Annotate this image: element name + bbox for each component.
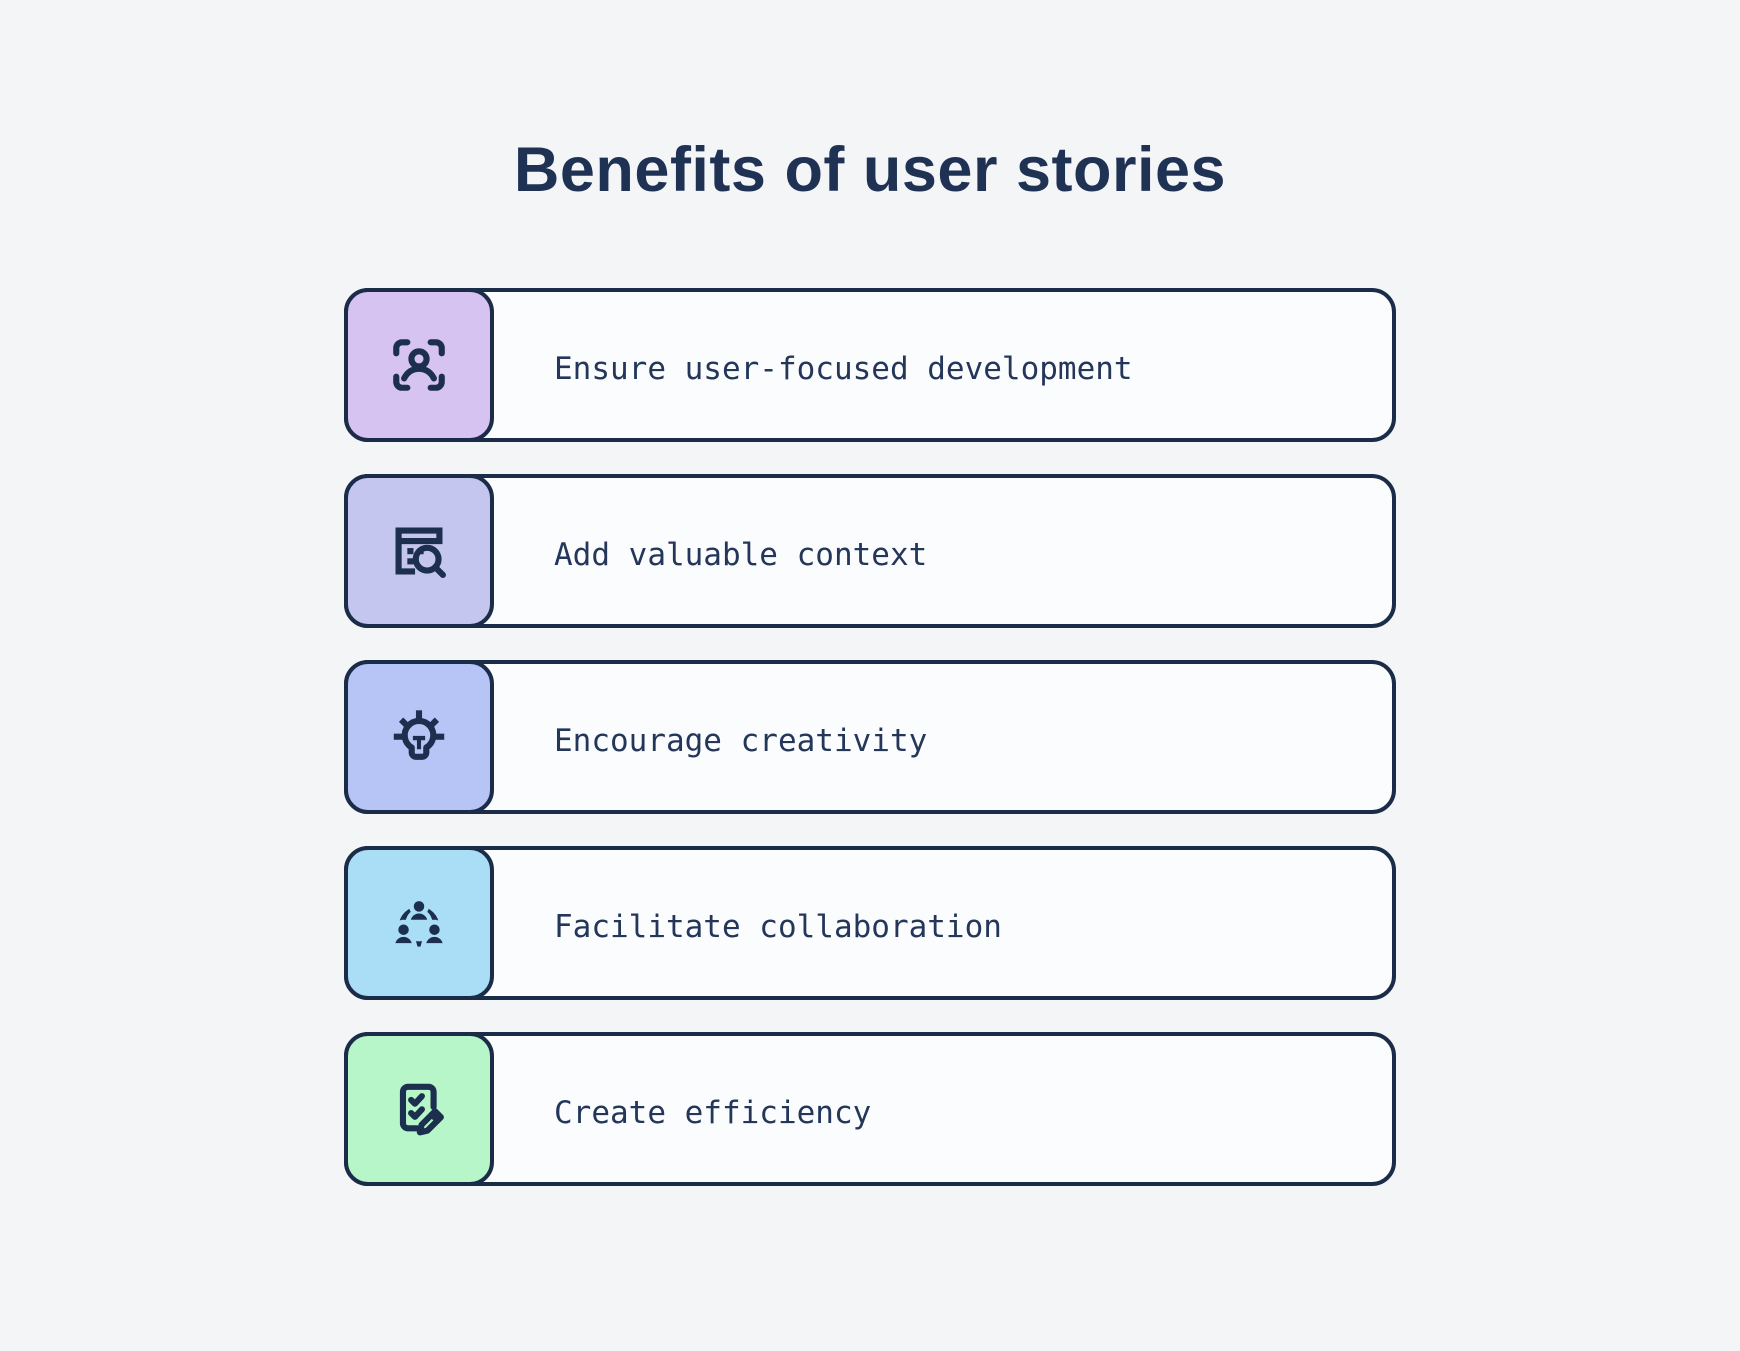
table-search-icon — [395, 527, 446, 578]
benefit-row: Ensure user-focused development — [344, 288, 1396, 442]
benefit-label: Facilitate collaboration — [554, 909, 1002, 945]
lightbulb-idea-icon — [393, 710, 445, 760]
benefit-label: Add valuable context — [554, 537, 928, 573]
user-focus-icon — [393, 339, 445, 391]
icon-tile — [344, 660, 494, 814]
benefit-card: Encourage creativity — [344, 660, 1396, 814]
benefit-label: Create efficiency — [554, 1095, 872, 1131]
checklist-pencil-icon — [399, 1083, 444, 1136]
benefit-card: Create efficiency — [344, 1032, 1396, 1186]
team-circle-icon — [389, 896, 449, 948]
benefit-card: Ensure user-focused development — [344, 288, 1396, 442]
icon-tile — [344, 1032, 494, 1186]
benefit-card: Facilitate collaboration — [344, 846, 1396, 1000]
benefit-card: Add valuable context — [344, 474, 1396, 628]
benefit-row: Add valuable context — [344, 474, 1396, 628]
benefit-row: Create efficiency — [344, 1032, 1396, 1186]
benefit-label: Ensure user-focused development — [554, 351, 1133, 387]
benefits-list: Ensure user-focused development Add valu… — [344, 288, 1396, 1186]
benefit-row: Encourage creativity — [344, 660, 1396, 814]
icon-tile — [344, 846, 494, 1000]
icon-tile — [344, 288, 494, 442]
benefit-row: Facilitate collaboration — [344, 846, 1396, 1000]
benefit-label: Encourage creativity — [554, 723, 928, 759]
icon-tile — [344, 474, 494, 628]
page-title: Benefits of user stories — [513, 135, 1227, 206]
